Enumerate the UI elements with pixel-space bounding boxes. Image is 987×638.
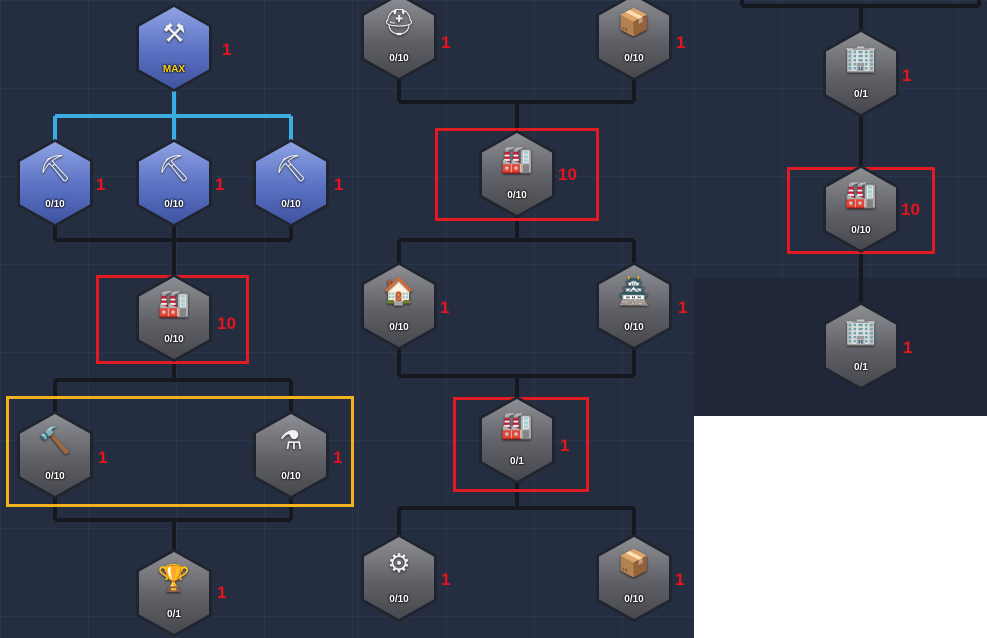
skill-level: 0/1 — [854, 362, 868, 373]
skill-cost-annotation: 1 — [441, 570, 451, 589]
flask-speed-icon: ⚗ — [279, 426, 303, 456]
skill-level: 0/10 — [164, 199, 184, 210]
skill-node-helmet-speed[interactable]: ⛑ 0/10 — [361, 0, 437, 81]
skill-node-gear-check[interactable]: ⚙ 0/10 — [361, 534, 437, 622]
skill-cost-annotation: 1 — [903, 338, 913, 357]
skill-level: 0/1 — [854, 89, 868, 100]
factory-upgrade-icon: 🏭 — [500, 145, 534, 175]
skill-cost-annotation: 1 — [222, 40, 232, 59]
skill-cost-annotation: 1 — [676, 33, 686, 52]
factory-plus-icon: 🏭 — [500, 411, 534, 441]
skill-node-builder-plus-one[interactable]: ⚒ MAX — [136, 4, 212, 92]
skill-node-dig-resource-a[interactable]: ⛏ 0/10 — [17, 139, 93, 227]
helmet-speed-icon: ⛑ — [382, 8, 416, 38]
skill-level: 0/10 — [624, 53, 644, 64]
skill-node-dig-resource-b[interactable]: ⛏ 0/10 — [136, 139, 212, 227]
skill-level: 0/10 — [45, 199, 65, 210]
building-35-icon: 🏢 — [844, 317, 878, 347]
skill-node-dig-resource-c[interactable]: ⛏ 0/10 — [253, 139, 329, 227]
skill-cost-annotation: 10 — [558, 165, 577, 184]
skill-node-house-upgrade[interactable]: 🏠 0/10 — [361, 262, 437, 350]
highlight-box-production-boost-2 — [435, 128, 599, 221]
skill-level: 0/10 — [164, 334, 184, 345]
skill-cost-annotation: 10 — [901, 200, 920, 219]
skill-cost-annotation: 1 — [441, 33, 451, 52]
skill-cost-annotation: 1 — [215, 175, 225, 194]
hammer-speed-icon: 🔨 — [38, 426, 72, 456]
skill-node-flask-speed[interactable]: ⚗ 0/10 — [253, 411, 329, 499]
skill-level: 0/10 — [851, 225, 871, 236]
skill-cost-annotation: 1 — [560, 436, 570, 455]
skill-cost-annotation: 1 — [678, 298, 688, 317]
skill-node-crate-speed[interactable]: 📦 0/10 — [596, 0, 672, 81]
skill-node-building-plus-35[interactable]: 🏢 0/1 — [823, 302, 899, 390]
skill-node-production-boost-1[interactable]: 🏭 0/10 — [136, 274, 212, 362]
trophy-icon: 🏆 — [157, 564, 191, 594]
skill-cost-annotation: 1 — [333, 448, 343, 467]
skill-node-factory-plus-one[interactable]: 🏭 0/1 — [479, 396, 555, 484]
skill-level: 0/10 — [389, 53, 409, 64]
skill-level: 0/10 — [389, 594, 409, 605]
building-plus-icon: 🏢 — [844, 44, 878, 74]
house-upgrade-icon: 🏠 — [382, 277, 416, 307]
skill-cost-annotation: 1 — [217, 583, 227, 602]
builder-plus-icon: ⚒ — [162, 19, 186, 49]
factory-upgrade-icon: 🏭 — [844, 180, 878, 210]
skill-cost-annotation: 1 — [96, 175, 106, 194]
highlight-box-speed-pair — [6, 396, 354, 507]
skill-level: 0/10 — [624, 594, 644, 605]
skill-cost-annotation: 1 — [334, 175, 344, 194]
crate-speed-icon: 📦 — [617, 8, 651, 38]
skill-level: 0/10 — [507, 190, 527, 201]
skill-level: 0/10 — [281, 199, 301, 210]
skill-node-trophy-unlock[interactable]: 🏆 0/1 — [136, 549, 212, 637]
dig-hand-icon: ⛏ — [157, 154, 191, 184]
gear-check-icon: ⚙ — [387, 549, 411, 579]
skill-level: 0/10 — [281, 471, 301, 482]
dig-coin-icon: ⛏ — [274, 154, 308, 184]
skill-cost-annotation: 1 — [675, 570, 685, 589]
skill-level: 0/10 — [389, 322, 409, 333]
skill-cost-annotation: 1 — [902, 66, 912, 85]
skill-level: 0/1 — [510, 456, 524, 467]
skill-cost-annotation: 10 — [217, 314, 236, 333]
skill-node-tower-upgrade[interactable]: 🏯 0/10 — [596, 262, 672, 350]
skill-level: 0/1 — [167, 609, 181, 620]
skill-node-building-plus-one[interactable]: 🏢 0/1 — [823, 29, 899, 117]
crate-discount-icon: 📦 — [617, 549, 651, 579]
skill-cost-annotation: 1 — [440, 298, 450, 317]
skill-cost-annotation: 1 — [98, 448, 108, 467]
skill-node-production-boost-3[interactable]: 🏭 0/10 — [823, 165, 899, 253]
dig-hand-icon: ⛏ — [38, 154, 72, 184]
skill-level: 0/10 — [45, 471, 65, 482]
skill-node-hammer-speed[interactable]: 🔨 0/10 — [17, 411, 93, 499]
skill-node-crate-discount[interactable]: 📦 0/10 — [596, 534, 672, 622]
factory-upgrade-icon: 🏭 — [157, 289, 191, 319]
tower-upgrade-icon: 🏯 — [617, 277, 651, 307]
skill-level: MAX — [162, 64, 186, 75]
skill-level: 0/10 — [624, 322, 644, 333]
skill-node-production-boost-2[interactable]: 🏭 0/10 — [479, 130, 555, 218]
